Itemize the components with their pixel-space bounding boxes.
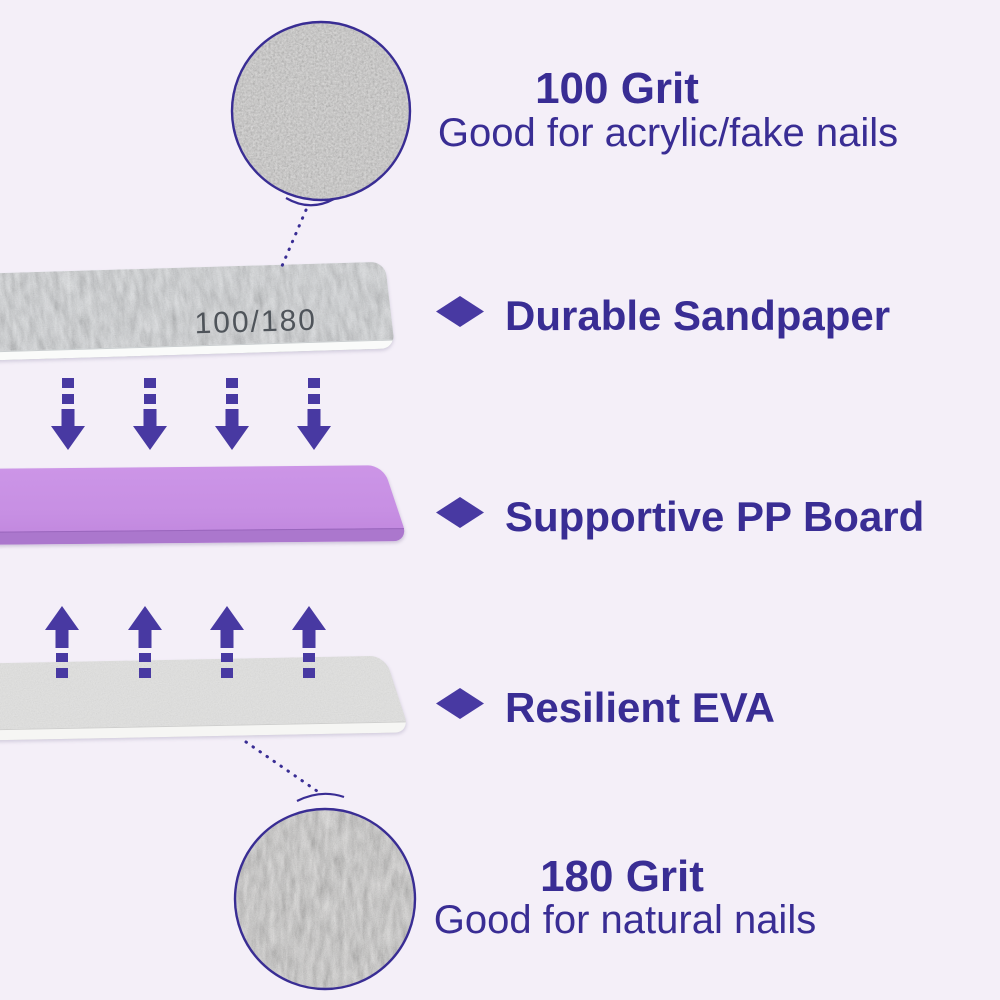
grit-100-title: 100 Grit — [535, 64, 699, 113]
down-arrow-icon — [51, 378, 85, 450]
eva-label: Resilient EVA — [505, 684, 775, 731]
pp-board-strip — [0, 465, 409, 545]
pp-board-strip-edge — [0, 528, 409, 545]
grit-stamp-text: 100/180 — [194, 303, 318, 341]
down-arrow-icon — [215, 378, 249, 450]
eva-texture — [0, 655, 410, 741]
pp-board-label: Supportive PP Board — [505, 493, 925, 540]
up-arrow-icon — [128, 606, 162, 678]
grit-180-description: Good for natural nails — [433, 898, 817, 942]
up-arrow-icon — [45, 606, 79, 678]
grit-100-description: Good for acrylic/fake nails — [437, 111, 899, 155]
up-arrow-icon — [292, 606, 326, 678]
grit-180-magnifier-circle — [233, 807, 417, 991]
sandpaper-label: Durable Sandpaper — [505, 292, 891, 339]
down-arrow-icon — [297, 378, 331, 450]
diamond-bullet-icon — [436, 688, 484, 719]
up-arrow-icon — [210, 606, 244, 678]
bottom-dotted-connector — [244, 740, 319, 793]
diamond-bullet-icon — [436, 497, 484, 528]
down-arrow-icon — [133, 378, 167, 450]
sandpaper-texture — [0, 261, 396, 361]
grit-100-magnifier-circle — [230, 20, 412, 202]
grit-180-title: 180 Grit — [540, 852, 704, 901]
eva-strip — [0, 655, 410, 741]
diamond-bullet-icon — [436, 296, 484, 327]
sandpaper-strip: 100/180 — [0, 261, 396, 361]
top-dotted-connector — [280, 208, 308, 268]
bottom-lens-arc — [296, 792, 345, 802]
